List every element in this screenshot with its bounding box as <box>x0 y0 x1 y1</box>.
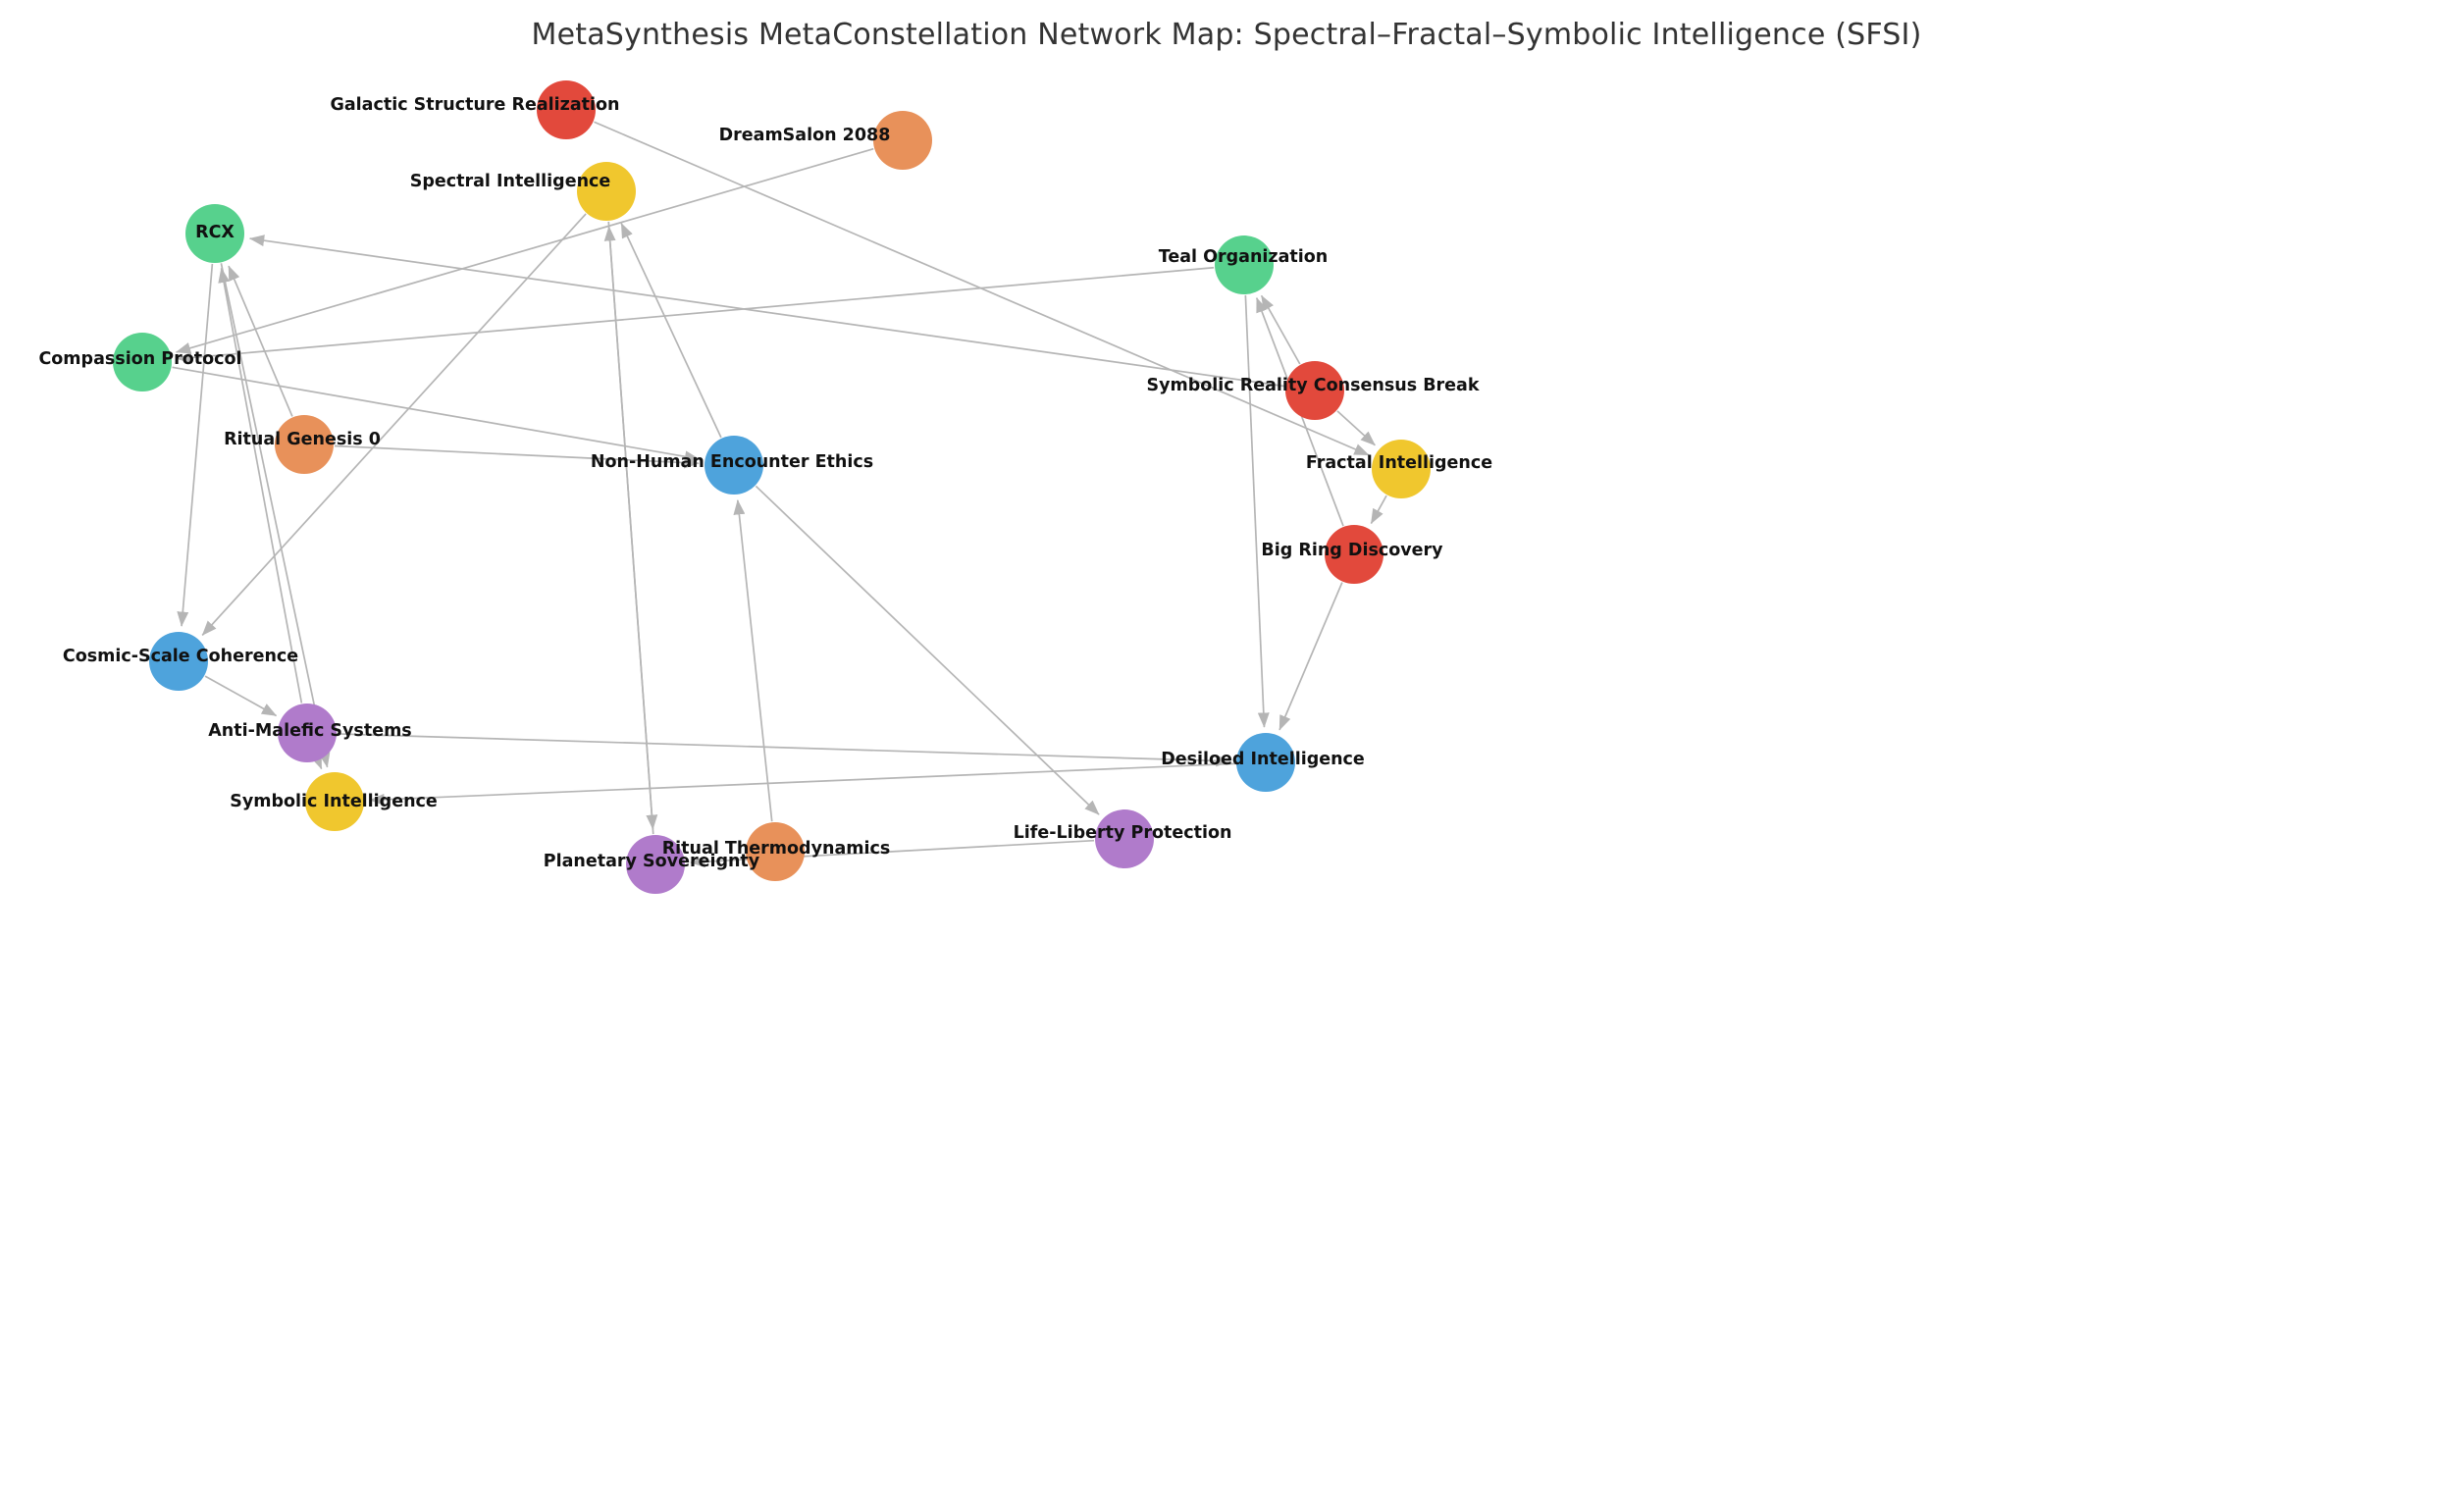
graph-edge <box>228 265 293 417</box>
graph-edge <box>175 147 874 354</box>
graph-node-galactic-structure-realization[interactable] <box>537 80 596 139</box>
graph-edge <box>172 366 701 463</box>
graph-node-life-liberty-protection[interactable] <box>1095 809 1154 868</box>
graph-edge <box>1279 582 1343 731</box>
graph-node-big-ring-discovery[interactable] <box>1325 525 1383 584</box>
graph-node-symbolic-intelligence[interactable] <box>305 772 364 831</box>
graph-edge <box>603 226 654 835</box>
graph-node-ritual-genesis-0[interactable] <box>275 415 334 474</box>
graph-edge <box>220 263 331 768</box>
graph-edge <box>334 444 700 469</box>
graph-node-cosmic-scale-coherence[interactable] <box>149 632 208 691</box>
page-title: MetaSynthesis MetaConstellation Network … <box>531 18 1922 52</box>
graph-node-compassion-protocol[interactable] <box>113 333 172 391</box>
graph-edge <box>369 762 1236 806</box>
graph-node-symbolic-reality-consensus-break[interactable] <box>1285 361 1344 420</box>
graph-edge <box>310 753 323 770</box>
node-layer <box>113 80 1431 894</box>
graph-edge <box>755 485 1100 815</box>
graph-node-planetary-sovereignty[interactable] <box>626 835 685 894</box>
edge-layer <box>172 121 1387 868</box>
graph-edge <box>1336 410 1376 446</box>
graph-edge <box>177 263 214 627</box>
graph-node-non-human-encounter-ethics[interactable] <box>705 436 763 495</box>
graph-edge <box>733 499 773 822</box>
graph-edge <box>201 213 587 636</box>
graph-node-spectral-intelligence[interactable] <box>577 162 636 221</box>
graph-edge <box>177 266 1215 364</box>
graph-edge <box>1260 294 1301 365</box>
graph-edge <box>1370 495 1387 525</box>
graph-edge <box>204 675 278 717</box>
graph-edge <box>337 733 1231 767</box>
graph-node-teal-organization[interactable] <box>1215 235 1274 294</box>
graph-node-desiloed-intelligence[interactable] <box>1236 733 1295 792</box>
graph-node-anti-malefic-systems[interactable] <box>278 704 337 762</box>
graph-node-fractal-intelligence[interactable] <box>1372 440 1431 498</box>
graph-edge <box>248 235 1285 388</box>
graph-node-dreamsalon-2088[interactable] <box>873 111 932 170</box>
graph-edge <box>218 267 303 704</box>
graph-edge <box>1244 294 1270 728</box>
graph-node-rcx[interactable] <box>185 204 244 263</box>
graph-node-ritual-thermodynamics[interactable] <box>746 822 805 881</box>
graph-edge <box>620 223 722 439</box>
